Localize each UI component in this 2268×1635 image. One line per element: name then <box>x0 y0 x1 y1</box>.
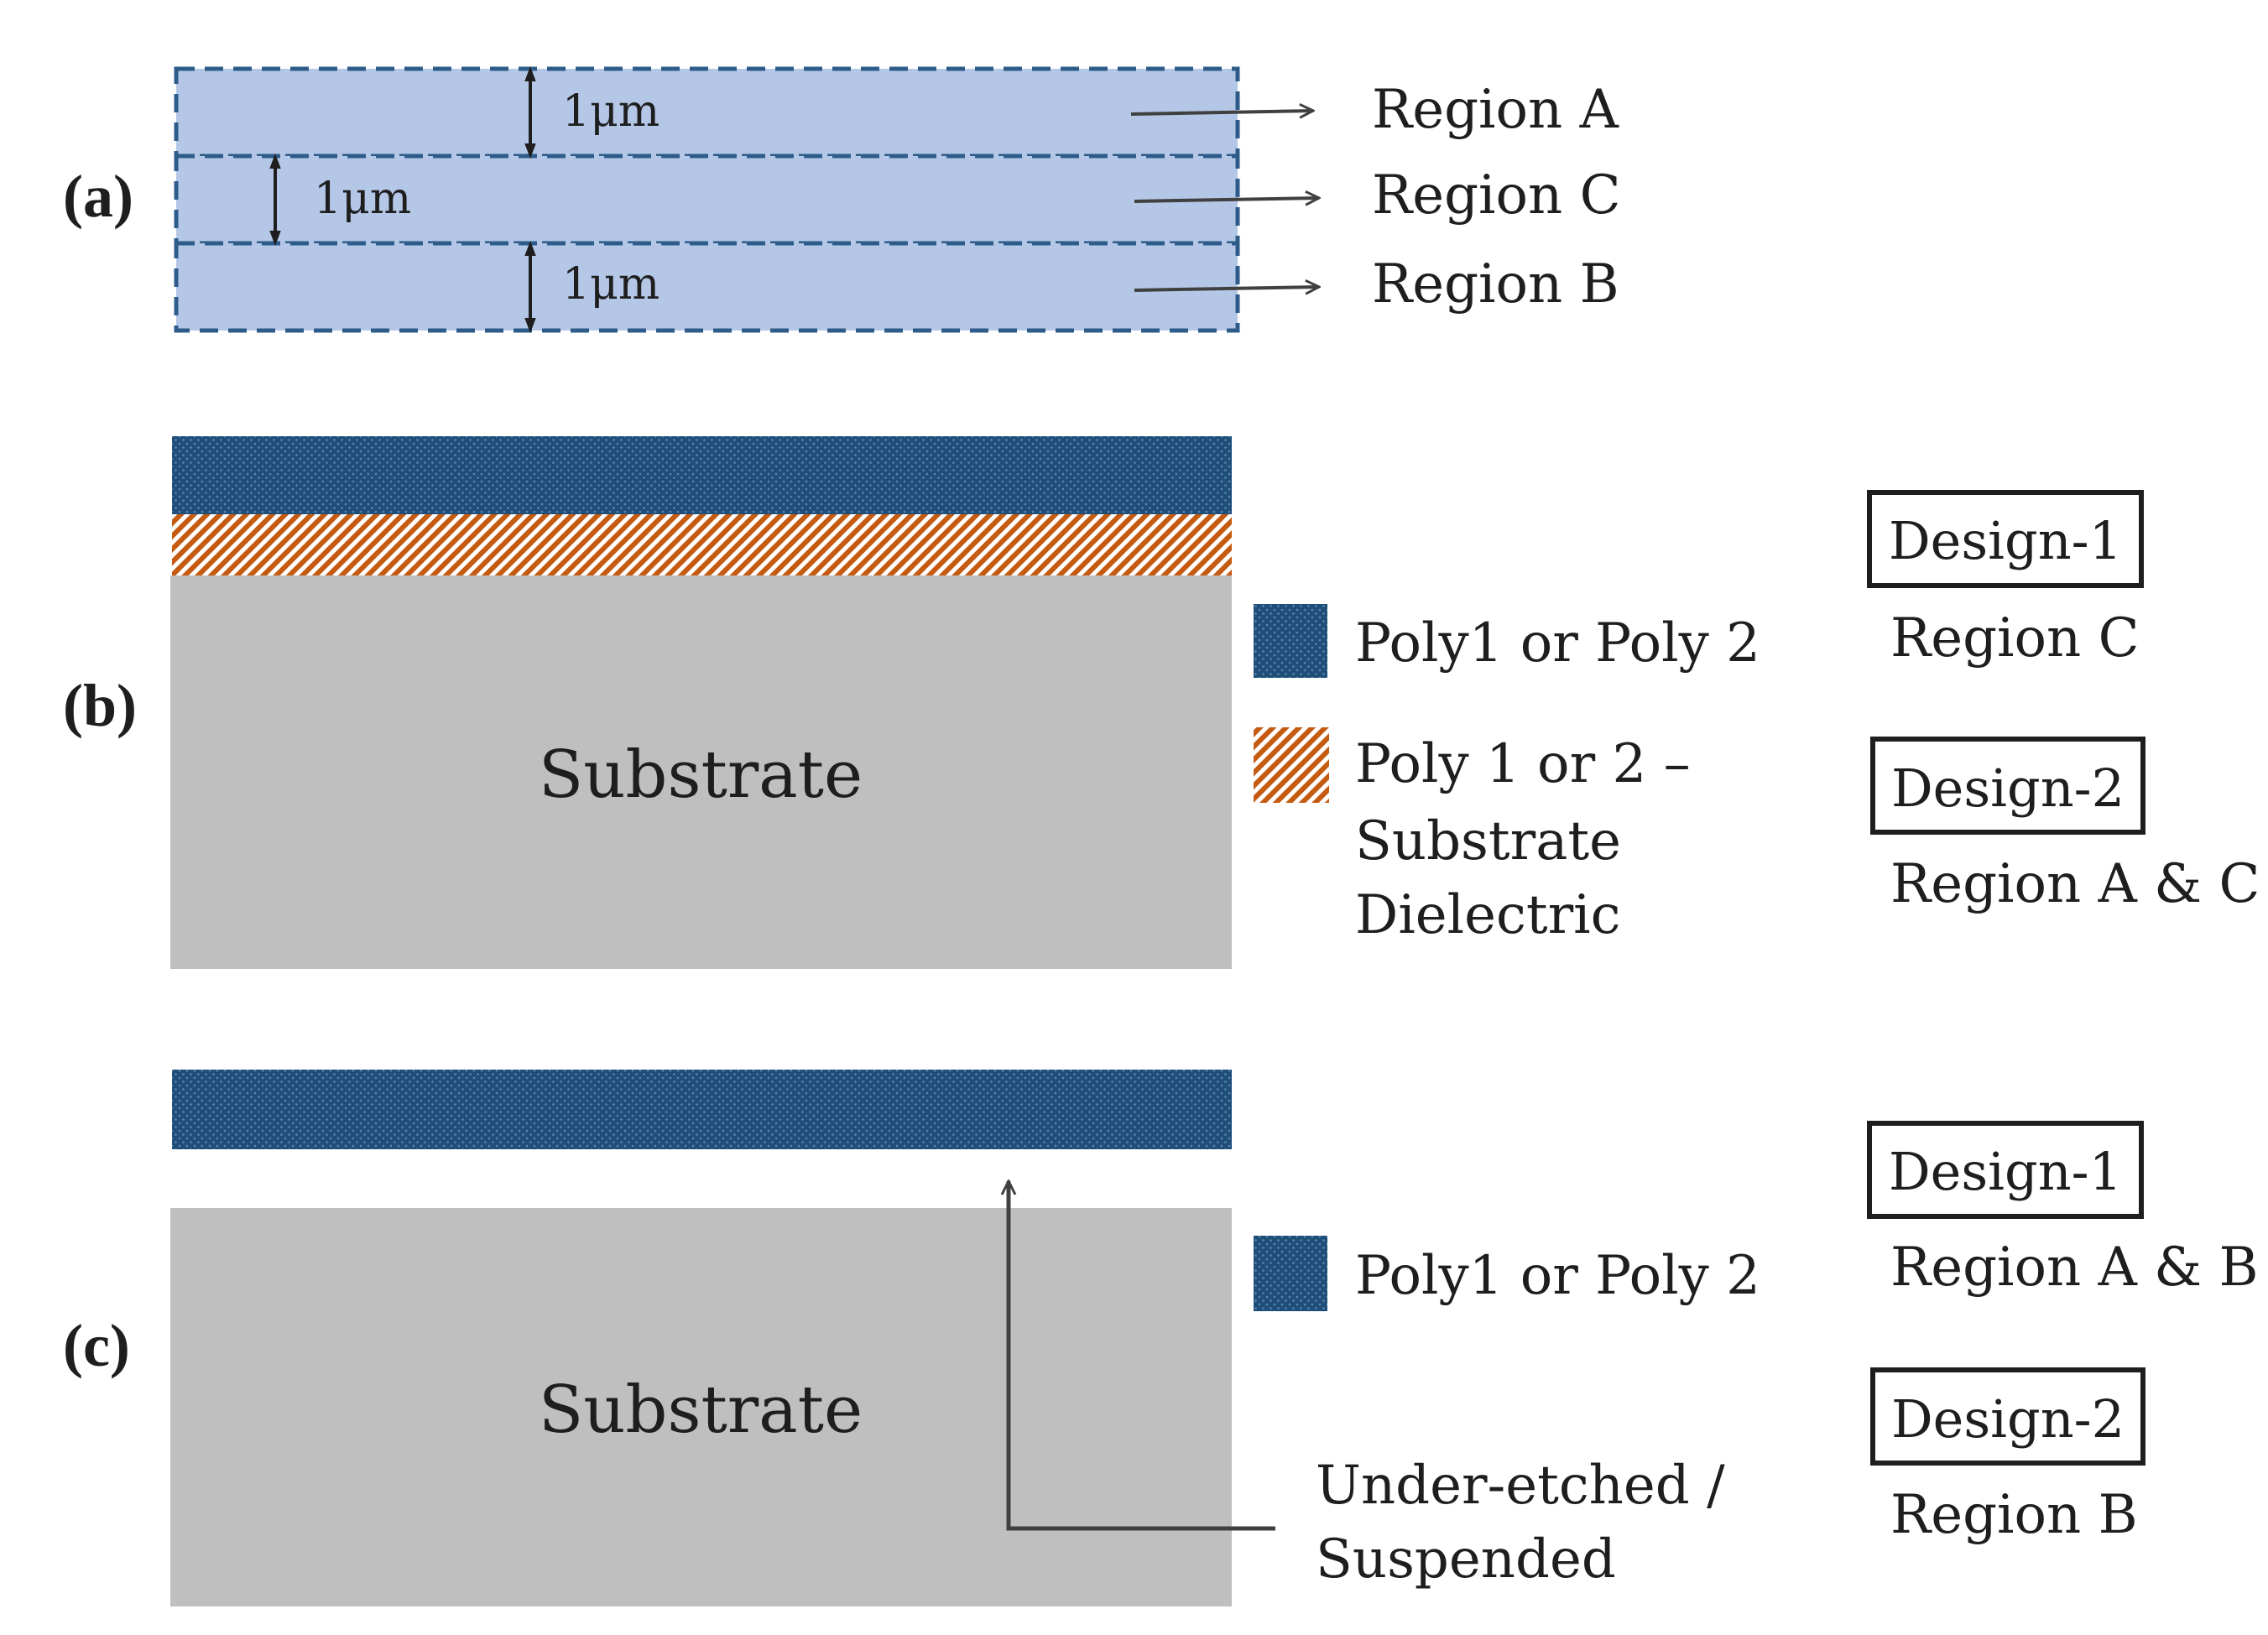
legend-label-poly: Poly1 or Poly 2 <box>1355 1245 1760 1307</box>
panel-a-label: (a) <box>63 163 133 230</box>
region-a-label: Region A <box>1372 79 1619 141</box>
design-1-region: Region C <box>1890 607 2140 669</box>
legend-label-dielectric-line1: Poly 1 or 2 – <box>1355 733 1691 795</box>
pointer-arrow-region-c <box>1134 198 1319 201</box>
annotation-line2: Suspended <box>1316 1528 1616 1591</box>
region-b-band <box>174 241 1240 333</box>
design-2-region: Region B <box>1890 1484 2138 1546</box>
substrate-label: Substrate <box>539 1372 863 1448</box>
region-c-label: Region C <box>1372 164 1621 227</box>
design-1-title: Design-1 <box>1889 510 2122 571</box>
panel-a: (a) 1μm 1μm 1μm Region A Region C Region… <box>63 66 1621 333</box>
dimension-label-a: 1μm <box>562 86 660 137</box>
region-c-band <box>174 154 1240 246</box>
region-b-label: Region B <box>1372 253 1619 315</box>
panel-b-label: (b) <box>63 672 137 739</box>
legend-swatch-poly <box>1254 1236 1327 1311</box>
design-2-title: Design-2 <box>1891 758 2125 819</box>
region-a-band <box>174 66 1240 159</box>
substrate-block <box>170 575 1232 969</box>
legend-label-dielectric-line2: Substrate <box>1355 810 1621 872</box>
substrate-block <box>170 1208 1232 1606</box>
design-1-box <box>1867 490 2144 588</box>
design-2-region: Region A & C <box>1890 853 2260 915</box>
panel-c-label: (c) <box>63 1312 130 1379</box>
dimension-label-b: 1μm <box>562 259 660 310</box>
substrate-label: Substrate <box>539 737 863 813</box>
design-2-title: Design-2 <box>1891 1388 2125 1450</box>
poly-layer <box>172 436 1232 514</box>
legend-swatch-dielectric <box>1254 727 1329 803</box>
panel-b: (b) Substrate Poly1 or Poly 2 Poly 1 or … <box>63 436 2260 969</box>
annotation-line1: Under-etched / <box>1316 1455 1725 1517</box>
legend-label-dielectric-line3: Dielectric <box>1355 884 1620 946</box>
legend-label-poly: Poly1 or Poly 2 <box>1355 612 1760 674</box>
design-2-box <box>1870 737 2145 835</box>
pointer-arrow-region-b <box>1134 287 1319 290</box>
design-2-box <box>1870 1367 2145 1466</box>
design-1-box <box>1867 1121 2144 1219</box>
dielectric-layer <box>172 514 1232 575</box>
suspended-poly-layer <box>172 1070 1232 1149</box>
pointer-arrow-region-a <box>1130 111 1313 114</box>
panel-c: (c) Substrate Under-etched / Suspended P… <box>63 1070 2259 1606</box>
design-1-region: Region A & B <box>1890 1237 2259 1299</box>
legend-swatch-poly <box>1254 604 1327 678</box>
dimension-label-c: 1μm <box>314 174 411 224</box>
design-1-title: Design-1 <box>1889 1141 2122 1202</box>
under-etch-pointer <box>1009 1181 1275 1531</box>
